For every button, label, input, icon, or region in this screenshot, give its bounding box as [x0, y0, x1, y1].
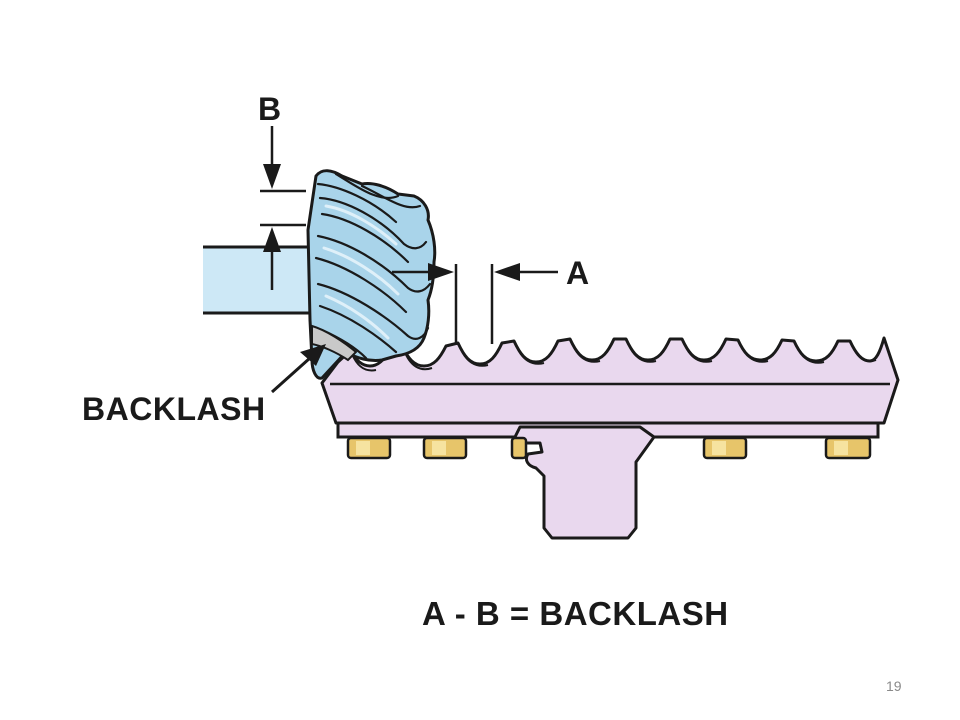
rack-bolts	[346, 436, 872, 460]
bolt-5	[824, 436, 872, 460]
reference-block	[203, 247, 318, 313]
a-arrow-right-head	[428, 263, 454, 281]
bolt-1	[346, 436, 392, 460]
pinion-helix-stripes	[314, 172, 432, 360]
b-arrow-down-head	[263, 164, 281, 189]
rack-gear	[320, 336, 900, 540]
backlash-equation: A - B = BACKLASH	[422, 595, 729, 632]
backlash-gap-shading	[311, 324, 358, 362]
page-number: 19	[886, 678, 902, 694]
pinion-gear	[306, 169, 437, 380]
dimension-b	[260, 126, 306, 290]
bolt-2	[422, 436, 468, 460]
backlash-pointer	[270, 344, 326, 394]
bolt-3	[510, 436, 528, 460]
b-arrow-up-head	[263, 227, 281, 252]
dimension-a	[392, 263, 558, 344]
label-a: A	[566, 255, 590, 291]
label-backlash: BACKLASH	[82, 391, 266, 427]
a-arrow-left-head	[494, 263, 520, 281]
label-b: B	[258, 91, 282, 127]
bolt-4	[702, 436, 748, 460]
rack-tooth-details	[351, 342, 877, 372]
pinion-highlight-stripes	[322, 204, 400, 340]
rack-mount-stem	[513, 425, 656, 540]
